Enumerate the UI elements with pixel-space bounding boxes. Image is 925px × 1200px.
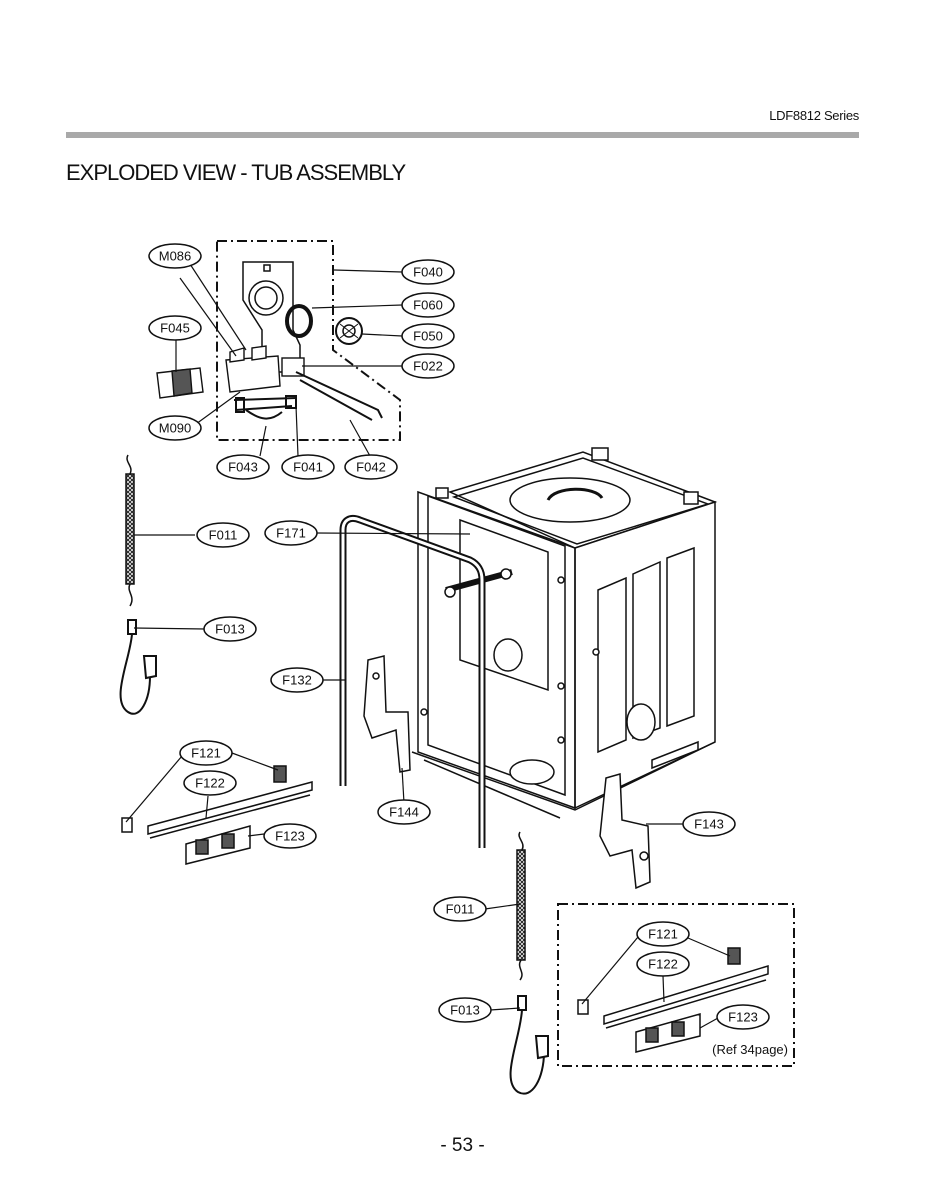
callout-f143: F143 — [694, 817, 724, 832]
callout-f011-left: F011 — [209, 528, 238, 543]
header-rule — [66, 132, 859, 138]
callout-f045: F045 — [160, 321, 190, 336]
series-label: LDF8812 Series — [769, 108, 859, 123]
callout-f040: F040 — [413, 265, 443, 280]
door-gasket — [339, 514, 486, 848]
reference-box — [557, 903, 795, 1067]
leader-lines — [125, 263, 731, 1029]
spring-left — [125, 454, 135, 607]
callout-f122-left: F122 — [195, 776, 225, 791]
callout-f132: F132 — [282, 673, 312, 688]
spring-bottom — [516, 831, 526, 981]
vent-plate — [242, 261, 301, 373]
callout-f060: F060 — [413, 298, 443, 313]
callout-f043: F043 — [228, 460, 258, 475]
callout-f144: F144 — [389, 805, 419, 820]
callout-m090: M090 — [159, 421, 192, 436]
callout-f011-bottom: F011 — [446, 902, 475, 917]
left-hinge-bracket — [363, 655, 411, 773]
callout-f123-left: F123 — [275, 829, 305, 844]
tub-body — [411, 447, 718, 819]
callout-f013-left: F013 — [215, 622, 245, 637]
filter-cap — [335, 317, 363, 345]
rail-left — [121, 765, 313, 865]
reference-note: (Ref 34page) — [712, 1042, 788, 1057]
callout-m086: M086 — [159, 249, 192, 264]
callout-f042: F042 — [356, 460, 386, 475]
callout-f041: F041 — [293, 460, 323, 475]
rail-right — [577, 947, 769, 1053]
callout-f122-right: F122 — [648, 957, 678, 972]
callout-f013-bottom: F013 — [450, 1003, 480, 1018]
callout-f171: F171 — [276, 526, 306, 541]
page-title: EXPLODED VIEW - TUB ASSEMBLY — [66, 160, 406, 185]
dispenser-body — [225, 345, 305, 393]
callout-f022: F022 — [413, 359, 443, 374]
callout-f121-right: F121 — [648, 927, 678, 942]
right-hinge-bracket — [599, 773, 651, 890]
sub-assembly-boundary — [216, 240, 401, 441]
callout-f123-right: F123 — [728, 1010, 758, 1025]
hose-pipes — [233, 371, 383, 421]
cable-bottom — [509, 995, 549, 1095]
cartridge — [156, 367, 204, 399]
callout-f121-left: F121 — [191, 746, 221, 761]
gasket-ring — [285, 304, 313, 338]
cable-left — [119, 619, 157, 715]
callout-f050: F050 — [413, 329, 443, 344]
page-number: - 53 - — [440, 1135, 485, 1156]
